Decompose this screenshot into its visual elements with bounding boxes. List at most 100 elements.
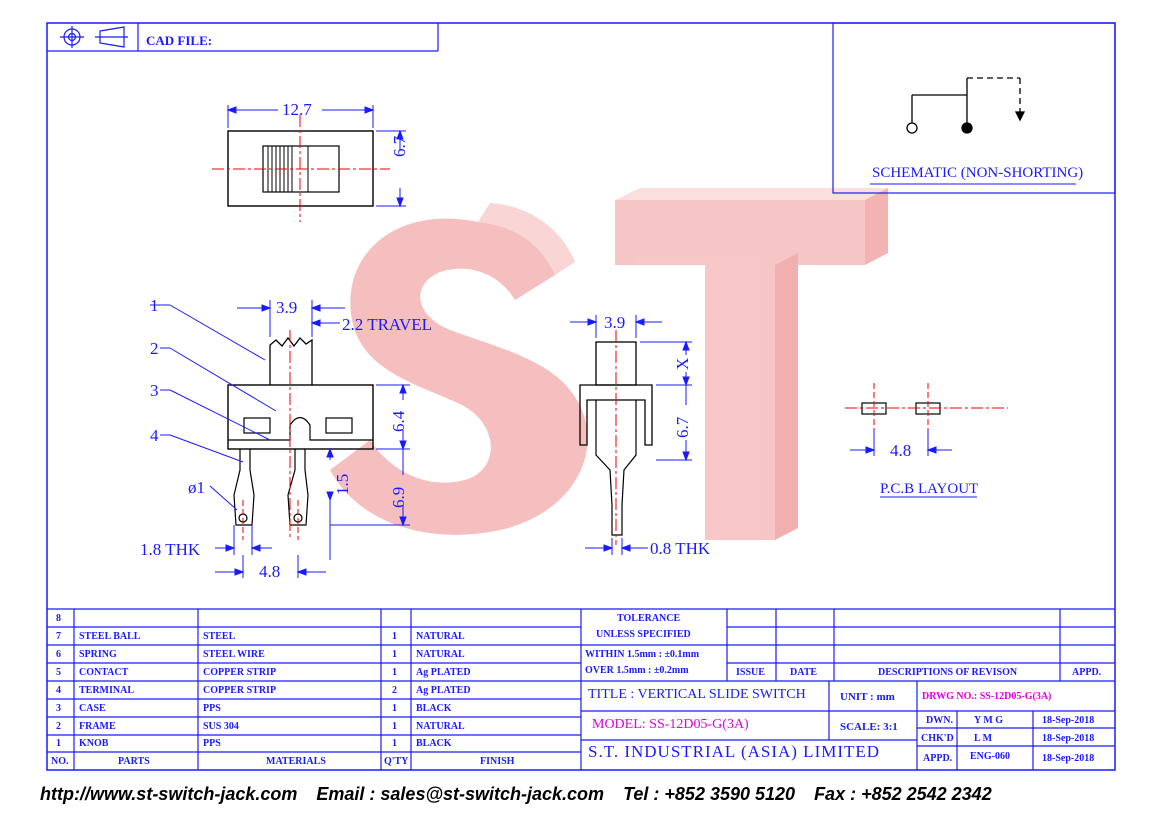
dwn-label: DWN. (926, 715, 953, 726)
revision-issue: ISSUE (736, 667, 765, 678)
chkd-date: 18-Sep-2018 (1042, 733, 1095, 744)
bom-no: 7 (56, 631, 61, 642)
bom-material: COPPER STRIP (203, 685, 277, 696)
dim-height-top: 6.7 (390, 135, 409, 157)
bom-no: 6 (56, 649, 61, 660)
bom-part: KNOB (79, 738, 109, 749)
dim-knob-width: 3.9 (276, 298, 298, 317)
bom-no: 3 (56, 703, 61, 714)
revision-appd: APPD. (1072, 667, 1102, 678)
dim-travel: 2.2 TRAVEL (342, 315, 433, 334)
dim-pitch: 4.8 (259, 562, 281, 581)
callout-4: 4 (150, 426, 159, 445)
bom-part: CONTACT (79, 667, 129, 678)
bom-qty: 2 (392, 685, 397, 696)
tolerance-subtitle: UNLESS SPECIFIED (596, 629, 691, 640)
tolerance-title: TOLERANCE (617, 613, 681, 624)
scale-text: SCALE: 3:1 (840, 721, 898, 733)
model-text: MODEL: SS-12D05-G(3A) (592, 717, 749, 732)
bom-header-parts: PARTS (118, 756, 150, 767)
dim-side-x: X (673, 357, 692, 370)
bom-finish: BLACK (416, 738, 452, 749)
bom-finish: Ag PLATED (416, 685, 471, 696)
contact-footer: http://www.st-switch-jack.com Email : sa… (40, 784, 1006, 805)
dim-height-64: 6.4 (389, 410, 408, 432)
bom-grid (47, 608, 1115, 770)
bom-material: PPS (203, 703, 221, 714)
fax-text: Fax : +852 2542 2342 (814, 784, 992, 804)
chkd-name: L M (974, 733, 993, 744)
bom-qty: 1 (392, 703, 397, 714)
bom-qty: 1 (392, 738, 397, 749)
side-view-drawing (570, 315, 692, 555)
bom-part: FRAME (79, 721, 116, 732)
bom-qty: 1 (392, 649, 397, 660)
bom-part: TERMINAL (79, 685, 135, 696)
callout-3: 3 (150, 381, 159, 400)
appd-name: ENG-060 (970, 751, 1010, 762)
cad-file-label: CAD FILE: (146, 33, 213, 48)
dwn-name: Y M G (974, 715, 1004, 726)
bom-no: 2 (56, 721, 61, 732)
schematic-caption: SCHEMATIC (NON-SHORTING) (872, 165, 1084, 181)
projection-symbol-icon (60, 26, 128, 48)
bom-finish: NATURAL (416, 721, 465, 732)
unit-text: UNIT : mm (840, 691, 895, 703)
dwn-date: 18-Sep-2018 (1042, 715, 1095, 726)
pcb-caption: P.C.B LAYOUT (880, 481, 979, 497)
company-name: S.T. INDUSTRIAL (ASIA) LIMITED (588, 742, 881, 761)
bom-material: STEEL (203, 631, 236, 642)
schematic-symbol (906, 77, 1026, 134)
bom-part: CASE (79, 703, 106, 714)
bom-no: 5 (56, 667, 61, 678)
bom-finish: NATURAL (416, 649, 465, 660)
tolerance-within: WITHIN 1.5mm : ±0.1mm (585, 649, 700, 660)
bom-finish: Ag PLATED (416, 667, 471, 678)
bom-material: PPS (203, 738, 221, 749)
tolerance-over: OVER 1.5mm : ±0.2mm (585, 665, 689, 676)
callout-1: 1 (150, 296, 159, 315)
website-link[interactable]: http://www.st-switch-jack.com (40, 784, 298, 804)
dim-hole: ø1 (188, 478, 205, 497)
chkd-label: CHK'D (921, 733, 954, 744)
bom-material: SUS 304 (203, 721, 239, 732)
appd-label: APPD. (923, 753, 953, 764)
bom-header-materials: MATERIALS (266, 756, 326, 767)
bom-material: COPPER STRIP (203, 667, 277, 678)
bom-qty: 1 (392, 667, 397, 678)
dim-thk-08: 0.8 THK (650, 539, 711, 558)
bom-finish: BLACK (416, 703, 452, 714)
dim-15: 1.5 (333, 473, 352, 495)
bom-part: SPRING (79, 649, 117, 660)
bom-finish: NATURAL (416, 631, 465, 642)
bom-header-no: NO. (51, 756, 69, 767)
revision-description: DESCRIPTIONS OF REVISON (878, 667, 1018, 678)
drawing-number: DRWG NO.: SS-12D05-G(3A) (922, 691, 1052, 702)
appd-date: 18-Sep-2018 (1042, 753, 1095, 764)
dim-height-69: 6.9 (389, 486, 408, 508)
st-watermark-logo (330, 188, 888, 540)
bom-qty: 1 (392, 721, 397, 732)
title-text: TITLE : VERTICAL SLIDE SWITCH (588, 687, 806, 702)
bom-part: STEEL BALL (79, 631, 141, 642)
bom-no: 1 (56, 738, 61, 749)
dim-thk-18: 1.8 THK (140, 540, 201, 559)
email-text[interactable]: Email : sales@st-switch-jack.com (316, 784, 605, 804)
bom-header-finish: FINISH (480, 756, 515, 767)
front-view-drawing (150, 300, 410, 578)
top-view-drawing (212, 105, 406, 222)
dim-side-width: 3.9 (604, 313, 626, 332)
bom-qty: 1 (392, 631, 397, 642)
revision-date: DATE (790, 667, 818, 678)
dim-width-top: 12.7 (282, 100, 312, 119)
dim-pcb-pitch: 4.8 (890, 441, 912, 460)
bom-no: 8 (56, 613, 61, 624)
bom-no: 4 (56, 685, 61, 696)
callout-2: 2 (150, 339, 159, 358)
pcb-layout-drawing (845, 383, 1008, 498)
bom-material: STEEL WIRE (203, 649, 265, 660)
bom-header-qty: Q'TY (384, 756, 409, 767)
tel-text: Tel : +852 3590 5120 (623, 784, 796, 804)
